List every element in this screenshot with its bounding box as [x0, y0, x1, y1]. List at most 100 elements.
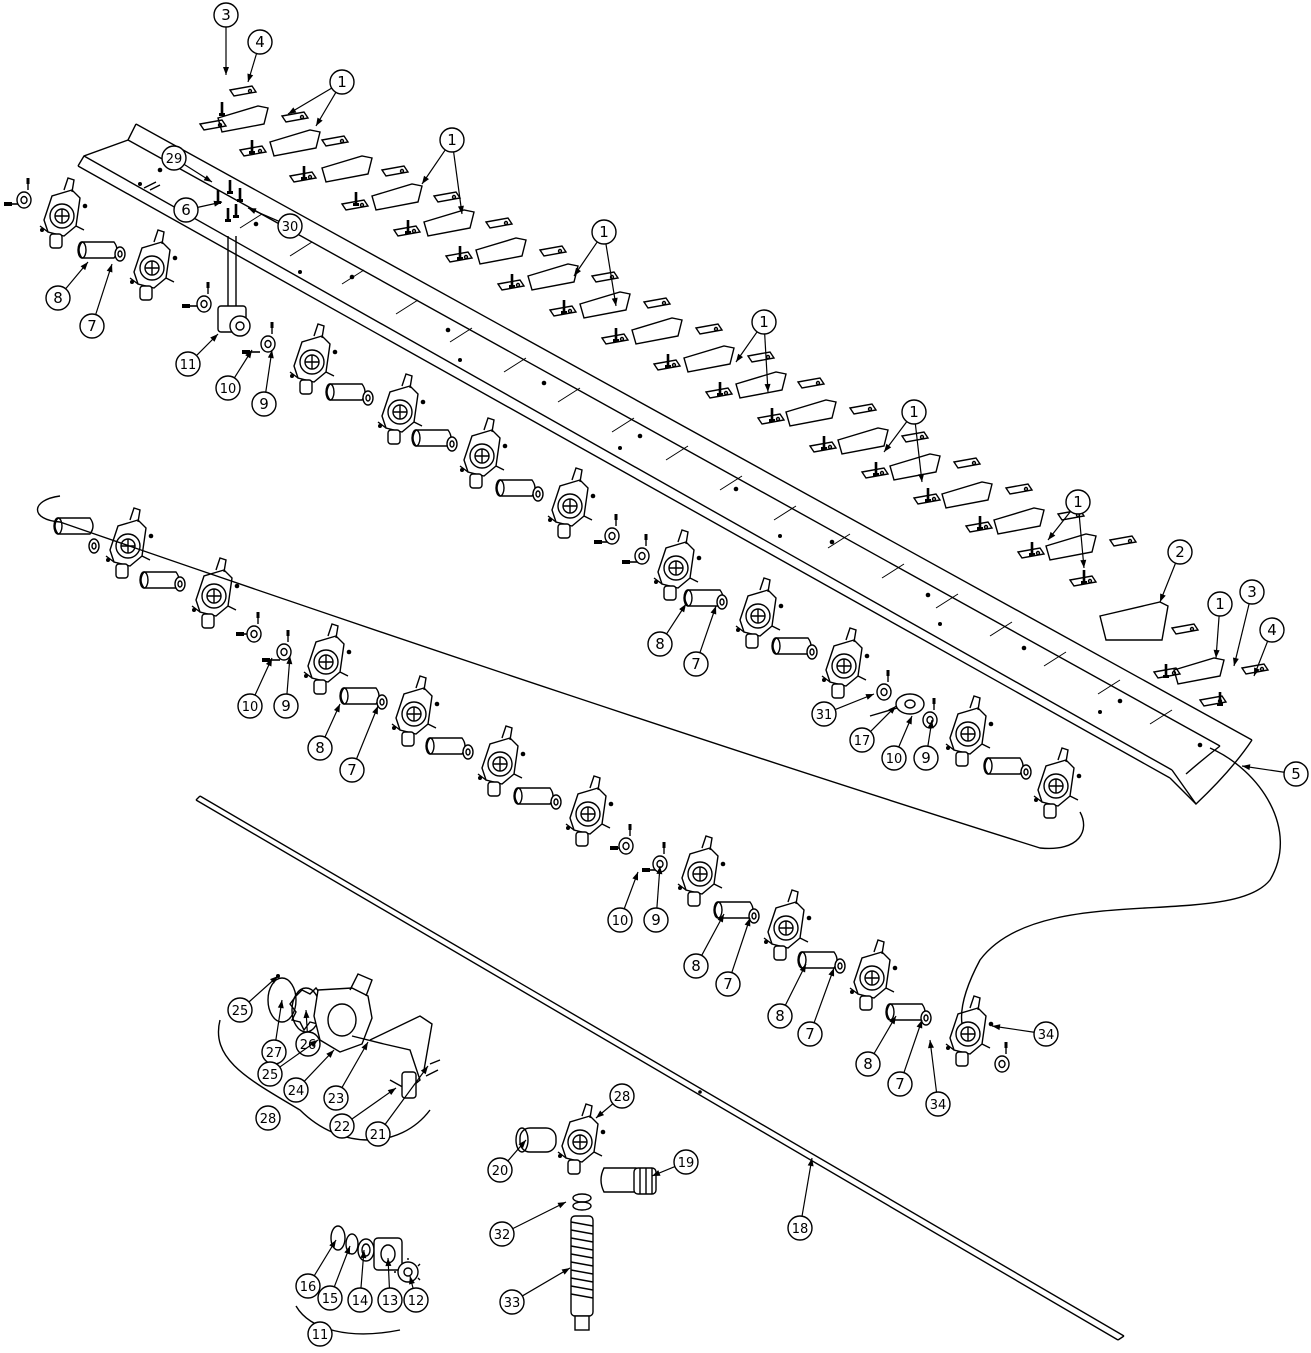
- callout-c6: 6: [173, 197, 223, 223]
- callout-balloon: [255, 1105, 281, 1131]
- callout-c45: 25: [257, 1039, 319, 1087]
- leader-arrowhead: [267, 350, 274, 359]
- callout-c35: 7: [715, 917, 751, 997]
- callout-number: 11: [312, 1328, 329, 1343]
- callout-number: 4: [255, 33, 265, 51]
- leader-arrowhead: [223, 67, 229, 75]
- callout-balloon: [647, 631, 673, 657]
- callout-number: 28: [260, 1112, 277, 1127]
- callout-c46: 24: [283, 1049, 335, 1103]
- leader-line: [287, 87, 332, 115]
- callout-balloon: [79, 313, 105, 339]
- leader-arrowhead: [799, 964, 806, 973]
- leader-arrowhead: [807, 1158, 814, 1167]
- callout-number: 34: [1038, 1028, 1055, 1043]
- callout-number: 11: [180, 358, 197, 373]
- leader-arrowhead: [906, 716, 912, 725]
- callout-c5: 29: [161, 145, 213, 183]
- callout-c20: 4: [1253, 617, 1285, 677]
- leader-arrowhead: [652, 1170, 661, 1176]
- callout-balloon: [1259, 617, 1285, 643]
- callout-c25: 8: [307, 703, 341, 761]
- callout-number: 3: [221, 6, 231, 24]
- callout-c18: 1: [1207, 591, 1233, 659]
- callout-number: 9: [921, 749, 931, 767]
- leader-line: [1078, 513, 1085, 569]
- callout-balloon: [365, 1121, 391, 1147]
- callout-c22: 7: [683, 605, 717, 677]
- leader-arrowhead: [1232, 657, 1239, 666]
- callout-number: 16: [300, 1280, 317, 1295]
- callout-balloon: [607, 907, 633, 933]
- callout-number: 1: [447, 131, 457, 149]
- callout-balloon: [175, 351, 201, 377]
- leader-arrowhead: [372, 706, 378, 715]
- callout-balloon: [751, 309, 777, 335]
- callout-number: 10: [612, 914, 629, 929]
- leader-line: [453, 151, 463, 215]
- callout-number: 9: [259, 395, 269, 413]
- leader-arrowhead: [316, 117, 323, 126]
- callout-number: 6: [181, 201, 191, 219]
- leader-arrowhead: [420, 1066, 428, 1075]
- callout-number: 8: [53, 289, 63, 307]
- callout-c2: 4: [247, 29, 273, 83]
- callout-balloon: [1065, 489, 1091, 515]
- leader-arrowhead: [329, 1240, 336, 1249]
- callout-number: 5: [1291, 765, 1301, 783]
- callout-c59: 14: [347, 1249, 373, 1313]
- callout-c48: 28: [255, 1105, 281, 1131]
- leader-arrowhead: [518, 1140, 526, 1149]
- leader-arrowhead: [409, 1276, 415, 1285]
- callout-number: 7: [895, 1075, 905, 1093]
- leader-arrowhead: [286, 656, 293, 665]
- leader-arrowhead: [247, 73, 254, 82]
- callout-balloon: [901, 399, 927, 425]
- callout-balloon: [683, 651, 709, 677]
- leader-arrowhead: [1213, 649, 1220, 658]
- callout-balloon: [329, 1113, 355, 1139]
- callout-c30: 9: [913, 719, 939, 771]
- leader-line: [699, 605, 717, 653]
- callout-number: 7: [87, 317, 97, 335]
- leader-line: [351, 1087, 397, 1120]
- callout-number: 19: [678, 1156, 695, 1171]
- callout-balloon: [683, 953, 709, 979]
- leader-arrowhead: [213, 200, 222, 207]
- callout-c57: 16: [295, 1239, 337, 1299]
- callout-number: 23: [328, 1092, 345, 1107]
- leader-arrowhead: [309, 1040, 318, 1048]
- callout-balloon: [283, 1077, 309, 1103]
- callout-c50: 21: [365, 1065, 429, 1147]
- callout-c56: 18: [787, 1157, 814, 1241]
- callout-c52: 20: [487, 1139, 527, 1183]
- callout-number: 10: [886, 752, 903, 767]
- leader-arrowhead: [710, 606, 717, 615]
- callout-balloon: [227, 997, 253, 1023]
- callout-balloon: [811, 701, 837, 727]
- callout-number: 7: [723, 975, 733, 993]
- callout-number: 8: [315, 739, 325, 757]
- leader-arrowhead: [1080, 559, 1087, 568]
- callout-balloon: [317, 1285, 343, 1311]
- callout-c40: 34: [991, 1021, 1059, 1047]
- callout-number: 14: [352, 1294, 369, 1309]
- callout-c12: 10: [215, 349, 253, 401]
- leader-line: [929, 1039, 938, 1093]
- leader-line: [903, 1019, 923, 1073]
- callout-balloon: [673, 1149, 699, 1175]
- callout-balloon: [1207, 591, 1233, 617]
- leader-arrowhead: [288, 107, 297, 114]
- leader-arrowhead: [611, 297, 618, 306]
- leader-arrowhead: [744, 918, 751, 927]
- leader-arrowhead: [333, 704, 340, 713]
- callout-balloon: [797, 1021, 823, 1047]
- callout-c44: 26: [295, 1009, 321, 1057]
- large-fin-plate: [1099, 601, 1169, 641]
- callout-c13: 9: [251, 349, 277, 417]
- fin-plate-row: [217, 105, 1225, 685]
- callout-balloon: [237, 693, 263, 719]
- leader-line: [341, 1041, 369, 1088]
- leader-arrowhead: [888, 706, 896, 714]
- callout-number: 8: [691, 957, 701, 975]
